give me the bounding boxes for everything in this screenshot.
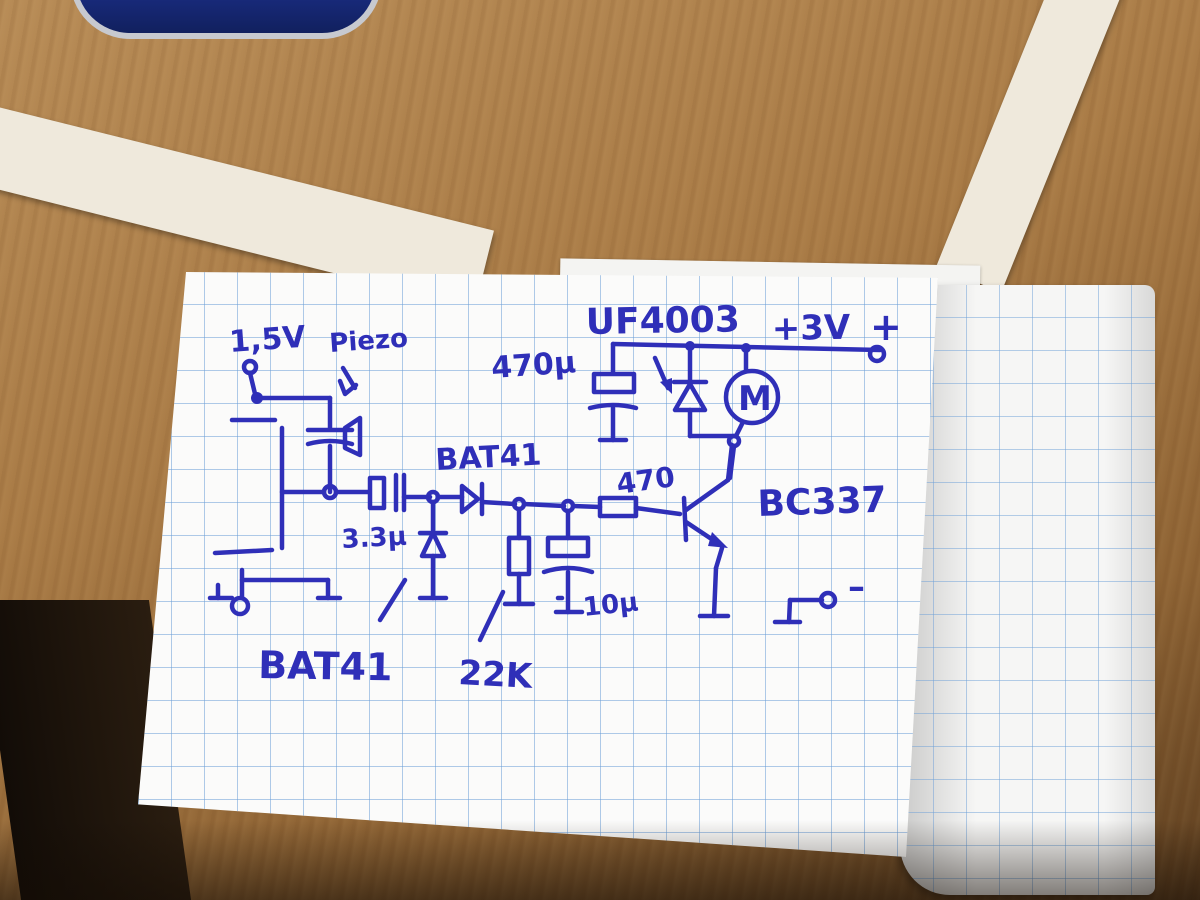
uf4003-label: UF4003 [585,299,740,343]
transistor-bc337 [681,442,735,619]
capacitor-10u [541,508,595,615]
bat41-bottom-label: BAT41 [258,643,393,689]
cap-3u3-label: 3.3µ [341,522,408,555]
capacitor-470u [587,341,639,443]
piezo-element [279,365,371,501]
bc337-label: BC337 [757,480,887,525]
input-terminal-1v5 [241,358,333,404]
motor-symbol: M [723,343,781,481]
diode-uf4003 [652,341,738,439]
notepad-curled-page [900,285,1155,895]
bottom-shadow [0,820,1200,900]
motor-label: M [738,379,772,419]
switch-symbol [207,567,343,617]
grid-paper-sheet [138,272,938,857]
diode-bat41-shunt [377,499,449,623]
bat41-top-label: BAT41 [435,437,543,477]
capacitor-3u3 [367,472,441,513]
cap-10u-label: 10µ [582,587,640,623]
res-470-label: 470 [614,460,676,501]
input-voltage-label: 1,5V [228,320,307,360]
cap-470u-label: 470µ [490,345,577,386]
battery-symbol [212,417,285,556]
plus-label: + [870,305,902,349]
res-22k-label: 22K [458,653,535,697]
diode-bat41-series [435,481,527,517]
output-voltage-label: +3V [771,308,851,349]
piezo-label: Piezo [328,324,409,359]
resistor-470 [570,495,683,519]
negative-terminal [772,590,838,625]
minus-label: – [848,567,865,607]
